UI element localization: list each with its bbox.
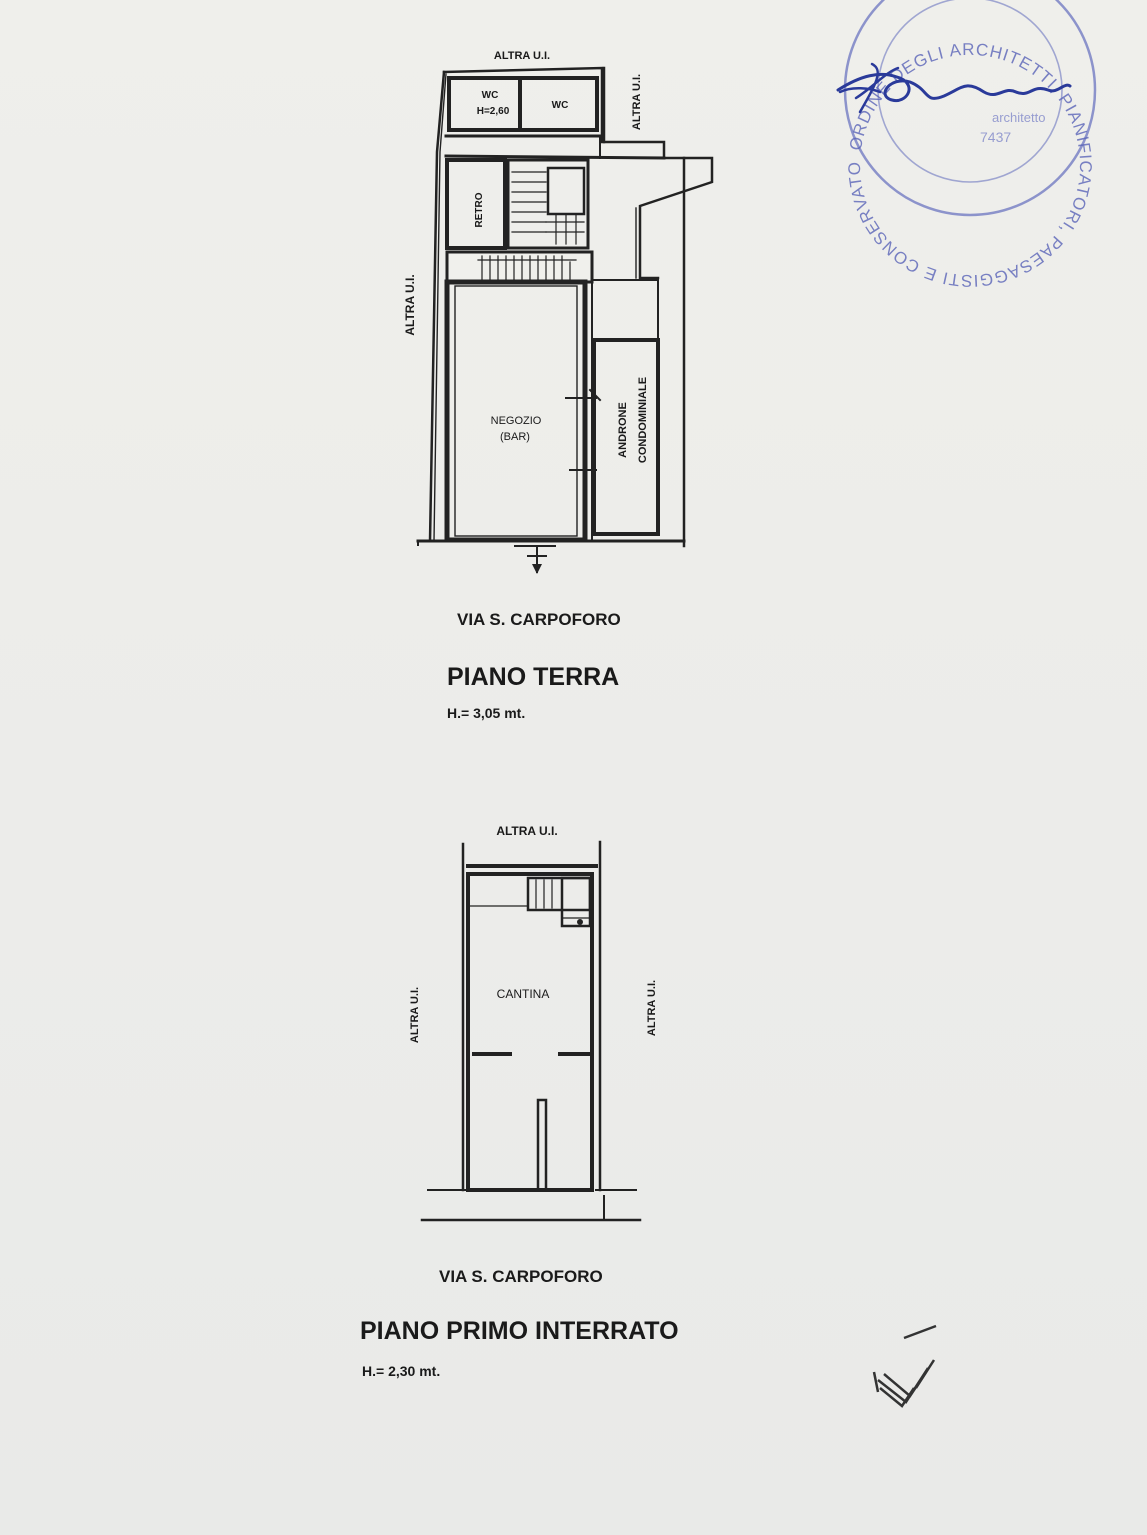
stamp-number: 7437: [980, 129, 1011, 145]
bs-neighbor-left: ALTRA U.I.: [409, 987, 421, 1043]
gf-retro-label: RETRO: [474, 192, 485, 227]
gf-floor-title: PIANO TERRA: [447, 663, 620, 691]
north-arrow-icon: [872, 1324, 937, 1408]
bs-floor-height: H.= 2,30 mt.: [362, 1363, 441, 1379]
stamp-inner-text: architetto: [992, 110, 1045, 125]
ground-floor-plan: [416, 66, 714, 574]
bs-street-label: VIA S. CARPOFORO: [439, 1267, 603, 1286]
gf-neighbor-right: ALTRA U.I.: [631, 74, 643, 130]
gf-neighbor-left: ALTRA U.I.: [403, 274, 417, 335]
basement-plan: [420, 840, 642, 1222]
gf-shop-label-line1: NEGOZIO: [491, 415, 542, 427]
gf-hall-label-line2: CONDOMINIALE: [637, 377, 649, 463]
gf-wc-left-label: WC: [482, 90, 499, 101]
bs-floor-title: PIANO PRIMO INTERRATO: [360, 1317, 679, 1345]
gf-neighbor-top: ALTRA U.I.: [494, 50, 550, 62]
gf-wc-left-height: H=2,60: [477, 106, 510, 117]
bs-neighbor-top: ALTRA U.I.: [496, 824, 557, 838]
gf-wc-right-label: WC: [552, 100, 569, 111]
gf-shop-label-line2: (BAR): [500, 431, 530, 443]
gf-hall-label-line1: ANDRONE: [617, 402, 629, 458]
bs-neighbor-right: ALTRA U.I.: [646, 980, 658, 1036]
gf-floor-height: H.= 3,05 mt.: [447, 705, 526, 721]
gf-street-label: VIA S. CARPOFORO: [457, 610, 621, 629]
signature: [836, 72, 1072, 103]
bs-room-label: CANTINA: [497, 987, 550, 1001]
